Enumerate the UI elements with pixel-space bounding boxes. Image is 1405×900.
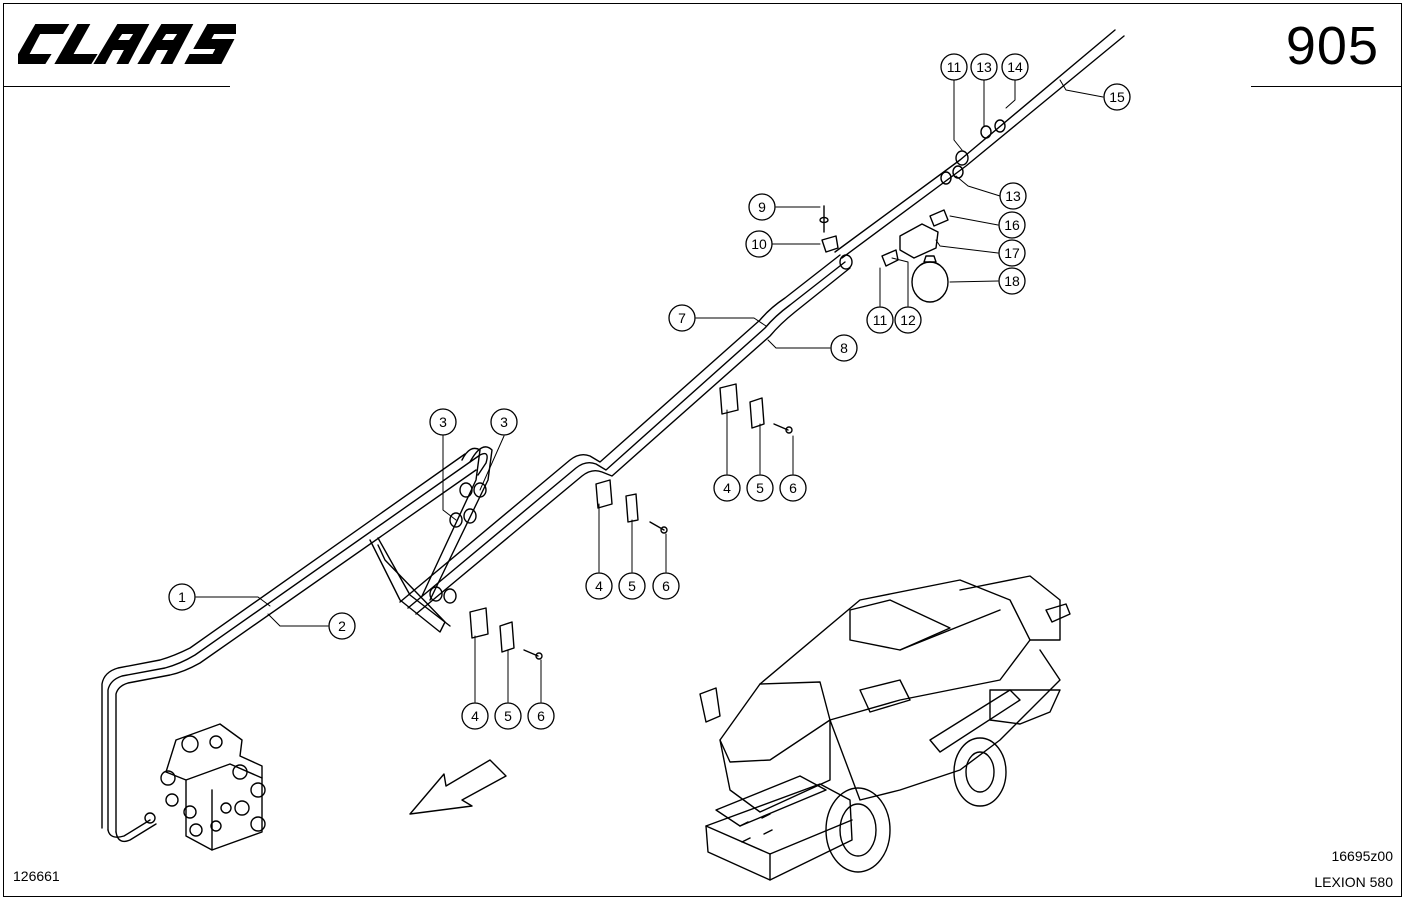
callout-label: 10	[751, 236, 767, 252]
callout-label: 3	[439, 414, 447, 430]
callout-label: 5	[628, 578, 636, 594]
callout-label: 4	[471, 708, 479, 724]
callout-label: 15	[1109, 89, 1125, 105]
callout-label: 4	[723, 480, 731, 496]
callout-label: 16	[1004, 217, 1020, 233]
clamp-group-upper	[719, 383, 793, 434]
combine-harvester-illustration	[699, 575, 1071, 881]
page-number: 905	[1285, 16, 1379, 76]
callout-label: 5	[756, 480, 764, 496]
clamp-group-center	[595, 479, 668, 534]
callout-label: 11	[873, 312, 888, 328]
control-valve-block	[144, 723, 266, 851]
callout-label: 7	[678, 310, 686, 326]
callout-label: 8	[840, 340, 848, 356]
callout-label: 17	[1004, 245, 1020, 261]
claas-logo	[18, 24, 236, 64]
document-id: 126661	[13, 868, 60, 884]
callout-label: 12	[900, 312, 916, 328]
callout-label: 3	[500, 414, 508, 430]
clamp-group-lower	[469, 607, 543, 660]
header-rule-left	[4, 86, 230, 87]
callout-label: 11	[947, 59, 962, 75]
callout-label: 2	[338, 618, 346, 634]
callout-label: 4	[595, 578, 603, 594]
callout-circles	[168, 53, 1131, 730]
callout-label: 9	[758, 199, 766, 215]
drawing-frame	[3, 3, 1402, 897]
callout-label: 18	[1004, 273, 1020, 289]
callout-label: 5	[504, 708, 512, 724]
callout-label: 13	[976, 59, 992, 75]
callout-labels: 1 2 3 3 4 5 6 4 5 6 4 5 6 7 8 9 10 11 12…	[178, 59, 1125, 724]
callout-label: 6	[537, 708, 545, 724]
callout-label: 13	[1005, 188, 1021, 204]
pipe-bundle	[101, 29, 1125, 843]
callout-label: 6	[662, 578, 670, 594]
travel-direction-arrow	[409, 759, 507, 815]
callout-leaders	[195, 79, 1104, 703]
screw-fastener	[819, 205, 839, 253]
callout-label: 6	[789, 480, 797, 496]
drawing-id: 16695z00	[1331, 848, 1393, 864]
accumulator-assembly	[881, 209, 949, 303]
header-rule-right	[1251, 86, 1401, 87]
callout-label: 1	[178, 589, 186, 605]
pipe-fittings	[429, 119, 1006, 604]
machine-model: LEXION 580	[1314, 874, 1393, 890]
callout-label: 14	[1007, 59, 1023, 75]
